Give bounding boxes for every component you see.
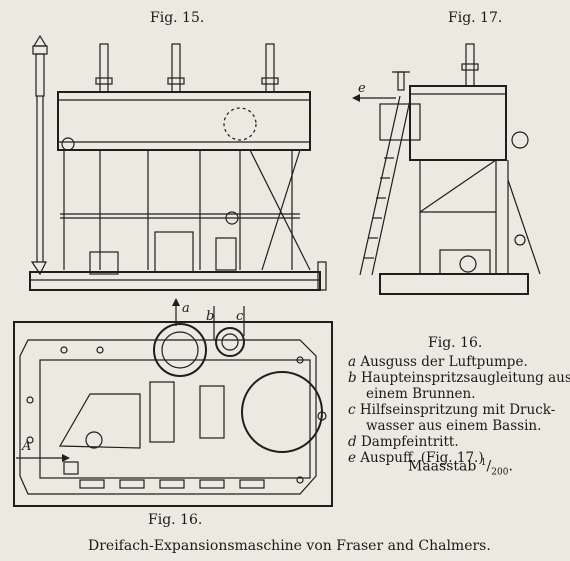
fig16-legend-label: Fig. 16. (428, 335, 483, 351)
figure-legend: a Ausguss der Luftpumpe. b Haupteinsprit… (348, 354, 570, 466)
fig16-plan: A a b c (13, 298, 333, 507)
fig15-elevation (29, 34, 327, 291)
marker-c: c (236, 309, 244, 324)
legend-item-c-cont: wasser aus einem Bassin. (366, 418, 542, 434)
legend-item-b-cont: einem Brunnen. (366, 386, 476, 402)
marker-a: a (182, 301, 190, 316)
legend-item-d: d Dampfeintritt. (348, 434, 459, 450)
marker-e: e (358, 81, 366, 96)
figure-caption: Dreifach-Expansionsmaschine von Fraser a… (88, 538, 491, 554)
legend-item-a: a Ausguss der Luftpumpe. (348, 354, 528, 370)
fig15-label: Fig. 15. (150, 10, 205, 26)
scale-note: Maasstab 1/200. (408, 458, 513, 478)
fig17-label: Fig. 17. (448, 10, 503, 26)
marker-b: b (206, 309, 214, 324)
fig16-plan-label: Fig. 16. (148, 512, 203, 528)
fig17-end-elevation: e (352, 43, 541, 295)
legend-item-e: e Auspuff. (Fig. 17.) (348, 450, 484, 466)
legend-item-c: c Hilfseinspritzung mit Druck- (348, 402, 556, 418)
marker-A: A (21, 439, 31, 454)
legend-item-b: b Haupteinspritzsaugleitung aus (348, 370, 570, 386)
